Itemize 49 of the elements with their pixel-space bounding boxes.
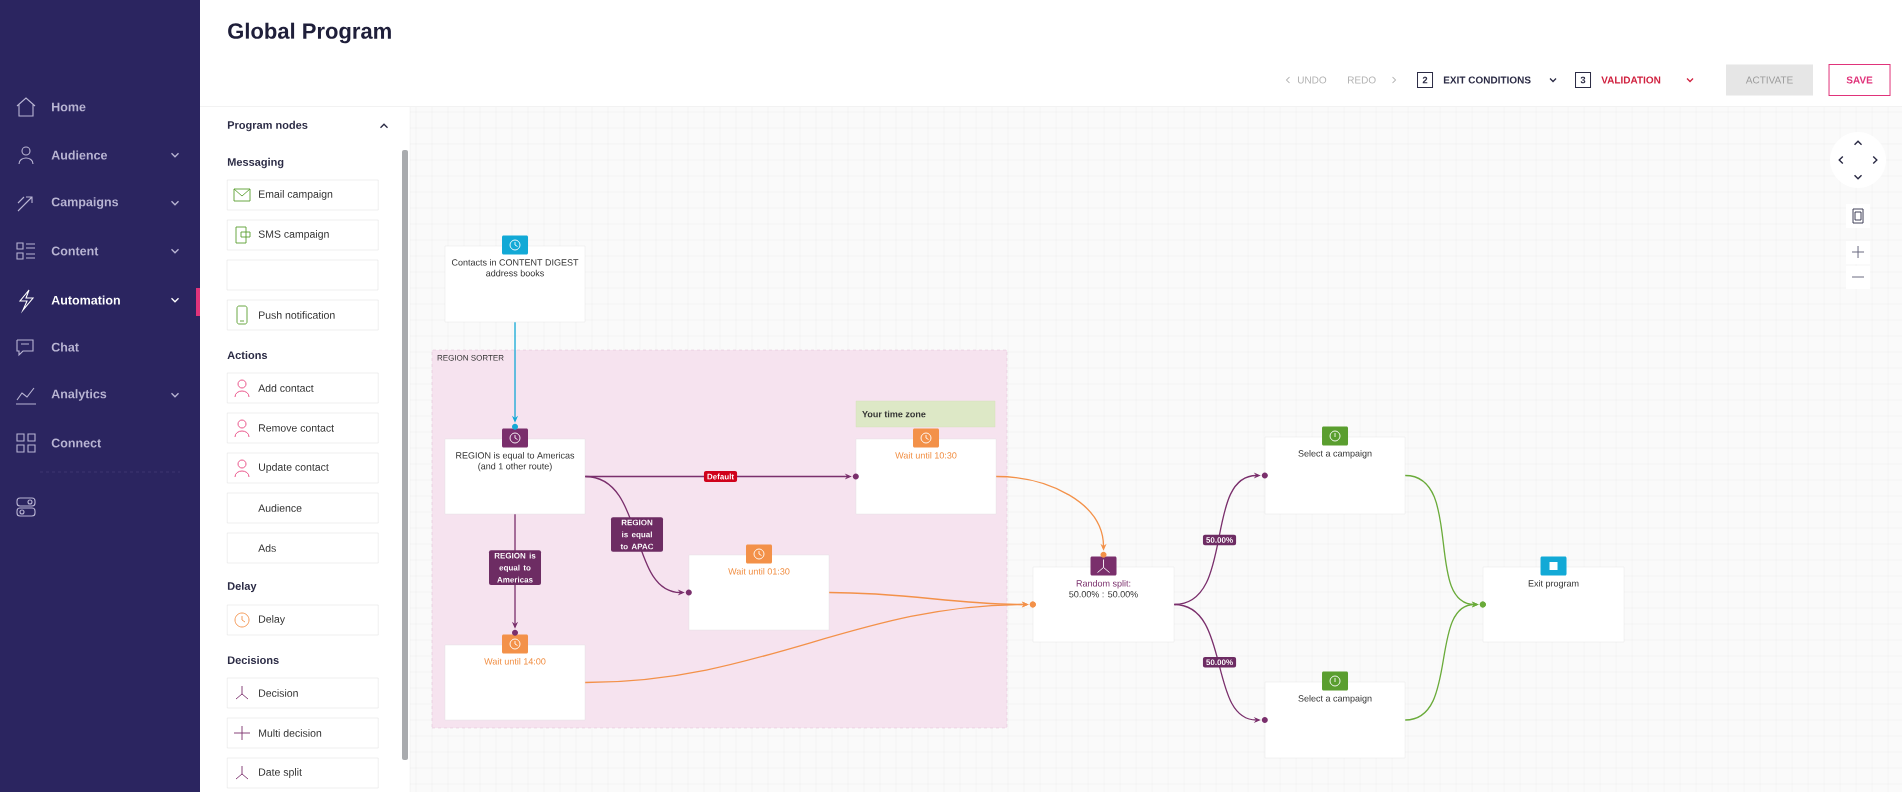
palette-button: Remove contact: [227, 412, 379, 444]
palette-button: Ads: [227, 532, 379, 564]
palette-button: Add contact: [227, 372, 379, 404]
program-step-card: Select a campaign: [1264, 436, 1406, 515]
toolbar-link: REDO: [1348, 76, 1376, 84]
program-step-card: Random split: 50.00% : 50.00%: [1032, 566, 1175, 643]
menu-link: EXIT CONDITIONS: [1443, 76, 1531, 84]
nav-link: Campaigns: [51, 197, 119, 209]
nav-link: Content: [51, 246, 99, 256]
button: SAVE: [1828, 64, 1891, 96]
page-title: Global Program: [228, 22, 391, 44]
program-step-card: Contacts in CONTENT DIGEST address books: [444, 245, 586, 323]
edge-label: REGION is equal to Americas: [489, 550, 541, 585]
palette-button: Push notification: [227, 299, 379, 331]
time-zone-band: Your time zone: [855, 400, 996, 428]
nav-link: Analytics: [51, 389, 107, 401]
palette-button: Audience: [227, 492, 379, 524]
nav-link: Chat: [51, 342, 79, 352]
nav-link: Home: [52, 102, 86, 112]
step-number: 3: [1575, 72, 1591, 88]
nav-link: Automation: [51, 295, 120, 305]
palette-button: Update contact: [227, 452, 379, 484]
edge-label: 50.00%: [1202, 534, 1237, 546]
palette-button: SMS campaign: [227, 219, 379, 251]
section-heading: Delay: [227, 581, 257, 593]
palette-button: Multi decision: [227, 717, 379, 749]
nav-link: Connect: [51, 438, 102, 448]
section-heading: Decisions: [227, 655, 279, 665]
palette-button: Date split: [227, 757, 379, 789]
section-heading: Messaging: [227, 157, 284, 169]
section-heading: Actions: [227, 350, 268, 360]
panel-heading: Program nodes: [227, 120, 308, 132]
menu-link: VALIDATION: [1601, 76, 1661, 84]
edge-label: 50.00%: [1202, 656, 1237, 668]
toolbar-link: UNDO: [1298, 76, 1327, 84]
program-step-card: Wait until 10:30: [855, 438, 997, 515]
step-number: 2: [1417, 72, 1433, 88]
palette-button: Delay: [227, 604, 379, 636]
nav-link: Audience: [51, 150, 108, 160]
palette-button: Decision: [227, 677, 379, 709]
program-step-card: Select a campaign: [1264, 681, 1406, 759]
palette-button: Email campaign: [227, 179, 379, 211]
edge-label: Default: [703, 471, 738, 482]
program-step-card: Wait until 14:00: [444, 644, 586, 721]
button: ACTIVATE: [1726, 64, 1814, 96]
program-step-card: Exit program: [1482, 566, 1625, 643]
program-step-card: REGION is equal to Americas (and 1 other route): [444, 438, 586, 515]
program-step-card: Wait until 01:30: [688, 554, 830, 631]
edge-label: REGION is equal to APAC: [611, 517, 663, 552]
